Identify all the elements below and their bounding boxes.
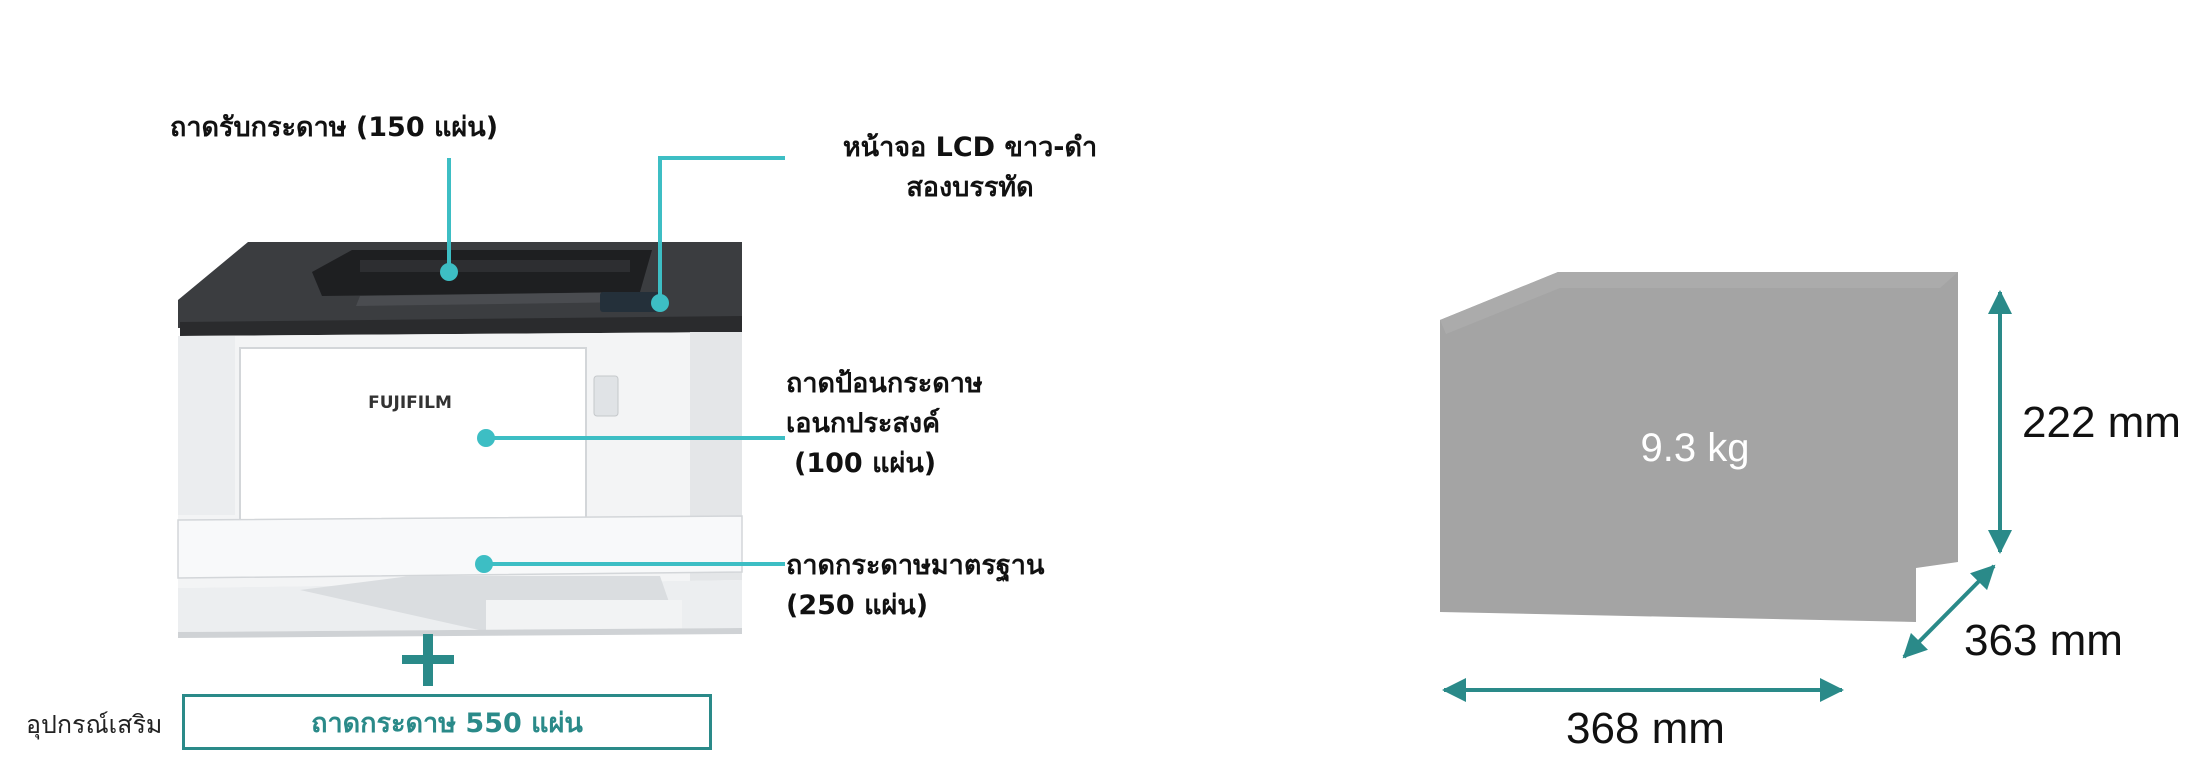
bypass-tray-label: ถาดป้อนกระดาษ เอนกประสงค์ (100 แผ่น) [786,364,983,484]
printer-illustration [177,242,743,638]
callout-leaders [440,156,785,573]
optional-tray-text: ถาดกระดาษ 550 แผ่น [311,707,583,739]
output-tray-label: ถาดรับกระดาษ (150 แผ่น) [170,112,499,143]
standard-tray-label-line1: ถาดกระดาษมาตรฐาน [786,550,1045,581]
bypass-tray-label-line1: ถาดป้อนกระดาษ [786,368,983,399]
lcd-label: หน้าจอ LCD ขาว-ดำ สองบรรทัด [770,128,1170,208]
standard-tray-label: ถาดกระดาษมาตรฐาน (250 แผ่น) [786,546,1044,626]
height-label: 222 mm [2022,398,2181,447]
depth-arrow [1902,564,1996,659]
width-label: 368 mm [1566,704,1725,753]
option-label: อุปกรณ์เสริม [26,710,163,739]
bypass-tray-label-line3: (100 แผ่น) [794,448,937,479]
printer-brand-label: FUJIFILM [368,393,452,413]
optional-tray-box: ถาดกระดาษ 550 แผ่น [182,694,712,750]
lcd-label-line2: สองบรรทัด [906,172,1034,203]
standard-tray-label-line2: (250 แผ่น) [786,590,929,621]
weight-label: 9.3 kg [1640,426,1750,470]
bypass-tray-label-line2: เอนกประสงค์ [786,408,941,439]
dimension-arrows [1442,290,2012,702]
lcd-label-line1: หน้าจอ LCD ขาว-ดำ [842,132,1098,163]
depth-label: 363 mm [1964,616,2123,665]
size-box [1440,272,1958,622]
plus-icon [402,634,454,686]
